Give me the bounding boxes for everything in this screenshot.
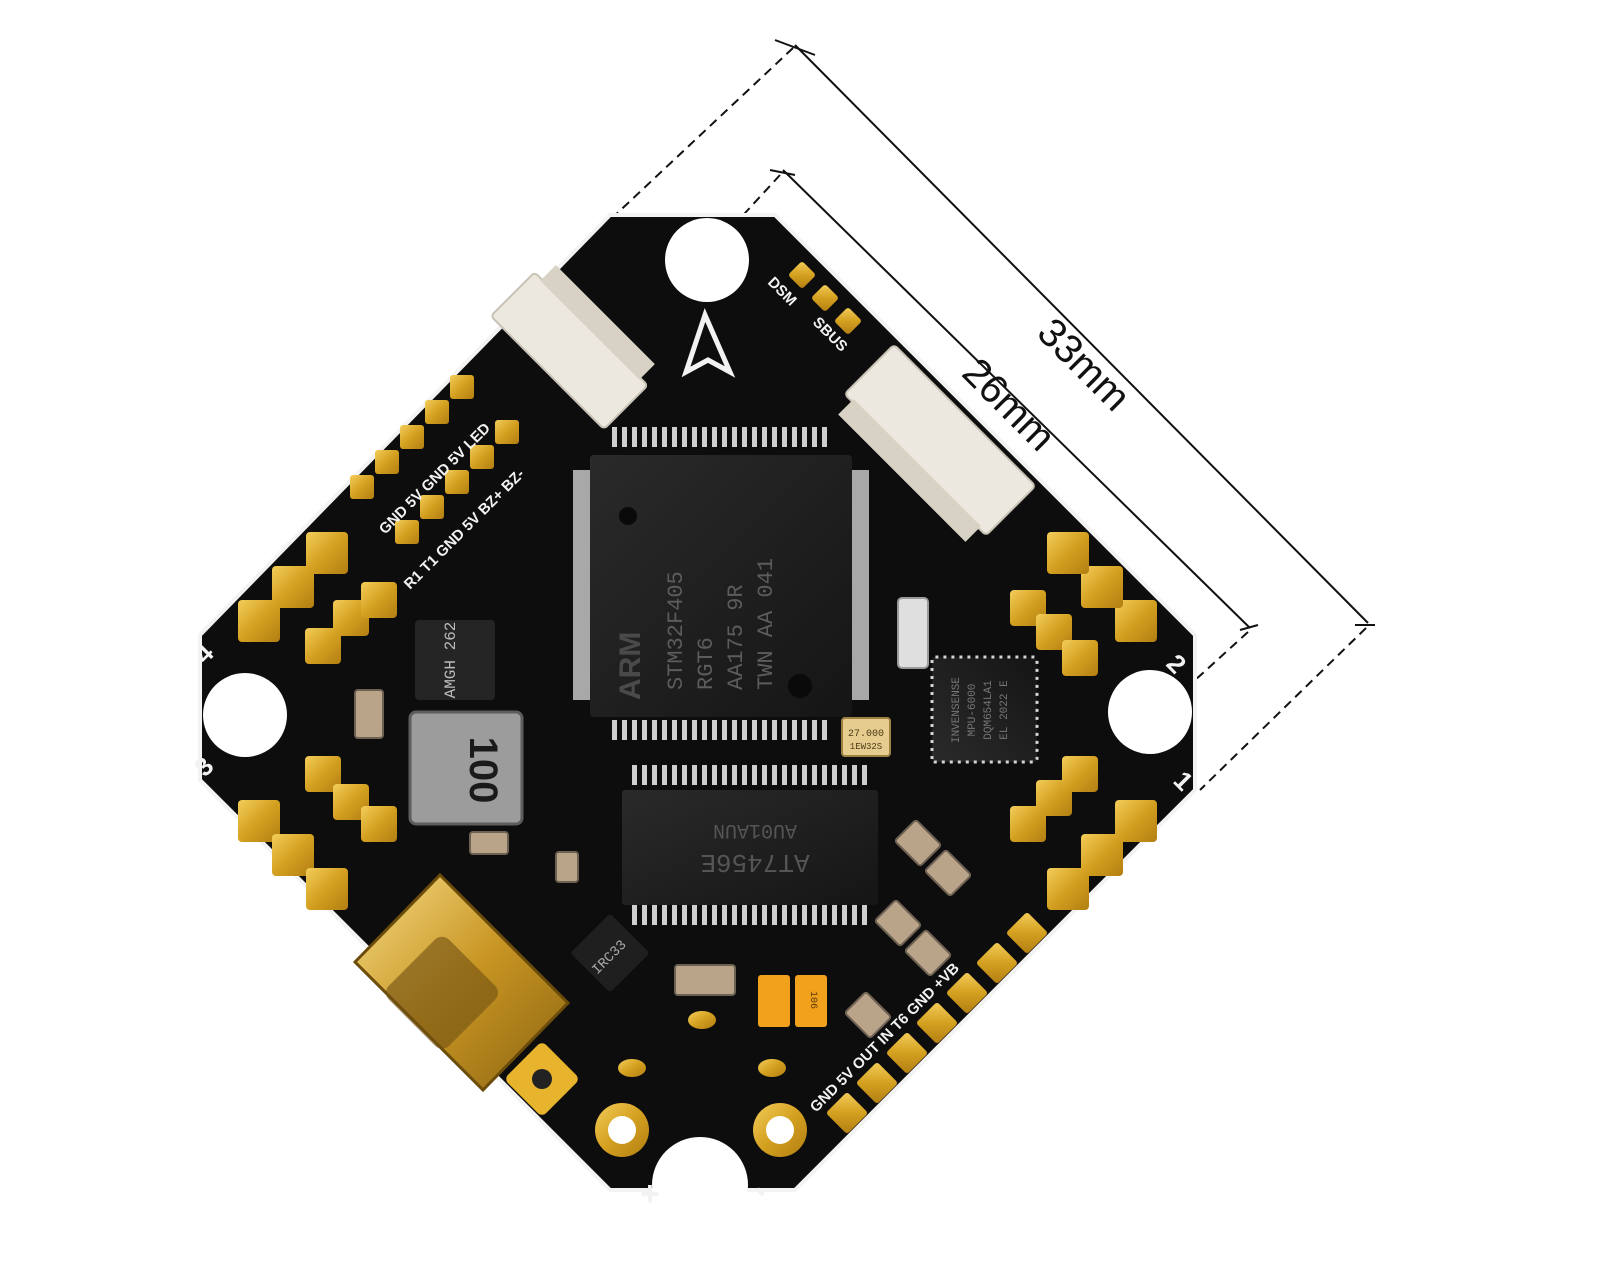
gyro-line-2: MPU-6000 bbox=[967, 684, 979, 737]
dimension-lines bbox=[609, 39, 1375, 791]
gyro-line-4: EL 2022 E bbox=[999, 680, 1011, 740]
arrow-logo bbox=[681, 308, 736, 378]
mounting-holes bbox=[203, 218, 1192, 1233]
regulator-label: AMGH 262 bbox=[442, 622, 460, 699]
small-ic: IRC33 bbox=[571, 914, 649, 992]
mcu-chip: ARM STM32F405 RGT6 AA175 9R TWN AA 041 bbox=[573, 427, 869, 740]
power-label-plus: + bbox=[640, 1175, 660, 1213]
power-pads bbox=[595, 1011, 807, 1157]
mcu-brand: ARM bbox=[614, 632, 647, 700]
mcu-line-1: STM32F405 bbox=[664, 571, 689, 690]
gyro-line-1: INVENSENSE bbox=[951, 677, 963, 743]
crystal: 27.000 1EW32S bbox=[841, 597, 929, 757]
gyro-chip: INVENSENSE MPU-6000 DQM654LA1 EL 2022 E bbox=[930, 655, 1039, 764]
jst-connector-right bbox=[838, 345, 1035, 542]
pad-row-bottom-right bbox=[827, 913, 1047, 1133]
mcu-line-2: RGT6 bbox=[694, 637, 719, 690]
inductor-label: 100 bbox=[461, 737, 505, 804]
motor-pads bbox=[238, 532, 1157, 910]
osd-chip-sublabel: AU01AUN bbox=[713, 818, 797, 841]
osd-chip-label: AT7456E bbox=[700, 847, 809, 877]
tantalum-capacitors: 106 bbox=[758, 975, 827, 1027]
gyro-line-3: DQM654LA1 bbox=[983, 680, 995, 740]
crystal-label: 27.000 bbox=[848, 729, 884, 740]
mcu-line-3: AA175 9R bbox=[724, 584, 749, 690]
ceramic-capacitors bbox=[354, 689, 972, 1039]
dsm-sbus-pads bbox=[789, 262, 861, 334]
regulator: AMGH 262 bbox=[415, 620, 495, 700]
mcu-line-4: TWN AA 041 bbox=[754, 558, 779, 690]
jst-connector-top-left bbox=[491, 265, 655, 429]
crystal-sublabel: 1EW32S bbox=[850, 742, 882, 752]
inductor: 100 bbox=[408, 710, 524, 826]
boot-button bbox=[506, 1043, 578, 1115]
usb-connector bbox=[352, 872, 571, 1093]
pad-array-top-left bbox=[350, 375, 519, 544]
osd-chip: AT7456E AU01AUN bbox=[622, 765, 878, 925]
tantalum-label: 106 bbox=[807, 991, 818, 1009]
